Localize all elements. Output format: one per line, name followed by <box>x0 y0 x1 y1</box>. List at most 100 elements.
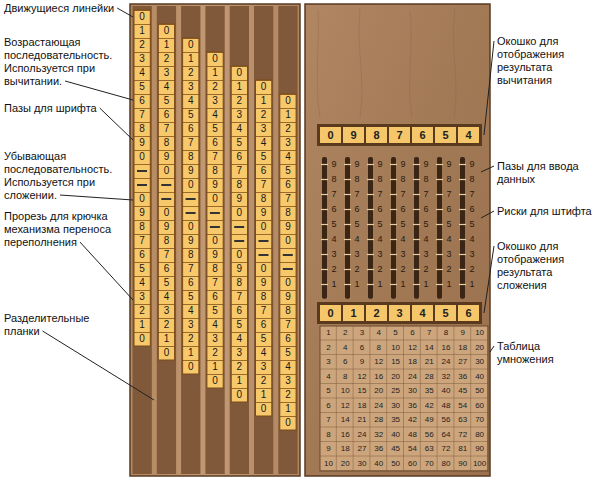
slot-number: 6 <box>398 202 408 217</box>
table-cell: 8 <box>438 326 455 341</box>
ruler-digit: 7 <box>183 262 199 276</box>
table-cell: 40 <box>438 384 455 399</box>
slot-number: 5 <box>421 217 431 232</box>
slot-number: 8 <box>421 172 431 187</box>
ruler-digit: 8 <box>158 234 174 248</box>
table-cell: 12 <box>337 399 354 414</box>
table-cell: 30 <box>404 384 421 399</box>
table-cell: 18 <box>354 399 371 414</box>
window-digit: 6 <box>458 305 479 321</box>
table-cell: 18 <box>454 341 471 356</box>
ruler-digit: 4 <box>207 318 223 332</box>
ruler-digit: 0 <box>207 374 223 388</box>
ruler-digit: 2 <box>134 304 150 318</box>
slot-number: 9 <box>329 157 339 172</box>
table-cell: 10 <box>337 384 354 399</box>
ruler-digit: 1 <box>158 38 174 52</box>
table-cell: 40 <box>370 457 387 472</box>
ruler-digit: 6 <box>134 248 150 262</box>
ruler-digit: 8 <box>134 220 150 234</box>
ruler-digit: 0 <box>134 150 150 164</box>
slot-number: 6 <box>329 202 339 217</box>
slot-number: 5 <box>444 217 454 232</box>
table-cell: 45 <box>454 384 471 399</box>
slot-number: 9 <box>421 157 431 172</box>
ruler-digit: 2 <box>256 108 272 122</box>
table-cell: 72 <box>438 442 455 457</box>
ruler-digit: 0 <box>280 234 296 248</box>
ruler-digit: 3 <box>207 332 223 346</box>
slot-number: 8 <box>352 172 362 187</box>
table-cell: 28 <box>421 370 438 385</box>
table-cell: 81 <box>454 442 471 457</box>
slot-number: 4 <box>444 232 454 247</box>
ruler-digit: 9 <box>231 192 247 206</box>
ruler-digit: 3 <box>231 108 247 122</box>
right-board <box>305 4 490 476</box>
ruler-digit: 7 <box>158 122 174 136</box>
ruler-digit: 4 <box>231 332 247 346</box>
table-cell: 2 <box>337 326 354 341</box>
table-cell: 50 <box>387 457 404 472</box>
callout-label: Прорезь для крючка механизма переноса пе… <box>4 210 126 249</box>
ruler-digit: 5 <box>256 332 272 346</box>
slot-number: 3 <box>444 247 454 262</box>
ruler-digit: 7 <box>158 248 174 262</box>
window-digit: 4 <box>412 305 433 321</box>
ruler-digit: 2 <box>231 94 247 108</box>
table-cell: 30 <box>471 355 488 370</box>
ruler-digit: 1 <box>231 80 247 94</box>
ruler-digit: 8 <box>280 206 296 220</box>
callout-label: Движущиеся линейки <box>4 2 126 15</box>
ruler-digit: 6 <box>183 276 199 290</box>
table-cell: 5 <box>387 326 404 341</box>
table-cell: 16 <box>370 370 387 385</box>
input-slots <box>322 157 465 299</box>
ruler-digit: 4 <box>256 346 272 360</box>
ruler-digit: 8 <box>183 150 199 164</box>
leader-line <box>481 166 494 172</box>
slot-number: 7 <box>375 187 385 202</box>
table-cell: 32 <box>438 370 455 385</box>
ruler-digit: 4 <box>183 94 199 108</box>
ruler-digit: 5 <box>134 262 150 276</box>
table-cell: 8 <box>370 341 387 356</box>
ruler-digit: 2 <box>183 332 199 346</box>
ruler-digit: 0 <box>183 220 199 234</box>
ruler-digit: 9 <box>231 262 247 276</box>
slot-number: 2 <box>352 262 362 277</box>
ruler-digit: 9 <box>280 290 296 304</box>
multiplication-table <box>320 326 488 471</box>
table-cell: 24 <box>438 355 455 370</box>
ruler-digit: 4 <box>207 108 223 122</box>
leader-line <box>484 246 494 313</box>
ruler-digit: 3 <box>231 346 247 360</box>
ruler-digit: 0 <box>183 178 199 192</box>
table-cell: 90 <box>454 457 471 472</box>
ruler-digit: 2 <box>158 318 174 332</box>
ruler-digit: 6 <box>207 136 223 150</box>
slot-number: 3 <box>375 247 385 262</box>
slot-number: 9 <box>375 157 385 172</box>
ruler-digit: 1 <box>280 108 296 122</box>
slot-number: 2 <box>421 262 431 277</box>
ruler-digit: 5 <box>207 122 223 136</box>
table-cell: 50 <box>471 384 488 399</box>
callout-label: Пазы для шрифта <box>4 102 126 115</box>
ruler-digit: 8 <box>207 262 223 276</box>
ruler-digit: 4 <box>280 360 296 374</box>
table-cell: 56 <box>421 428 438 443</box>
slot-number: 1 <box>352 277 362 292</box>
window-digit: 5 <box>435 127 456 143</box>
ruler-digit: 4 <box>158 290 174 304</box>
ruler-digit: 6 <box>280 178 296 192</box>
left-board <box>130 4 300 476</box>
ruler-digit: 9 <box>207 248 223 262</box>
ruler-digit: 5 <box>280 346 296 360</box>
ruler-digit: 8 <box>134 122 150 136</box>
table-cell: 16 <box>438 341 455 356</box>
ruler-digit: 0 <box>158 346 174 360</box>
ruler-digit: 4 <box>134 276 150 290</box>
ruler-digit: 1 <box>134 318 150 332</box>
table-cell: 20 <box>370 384 387 399</box>
